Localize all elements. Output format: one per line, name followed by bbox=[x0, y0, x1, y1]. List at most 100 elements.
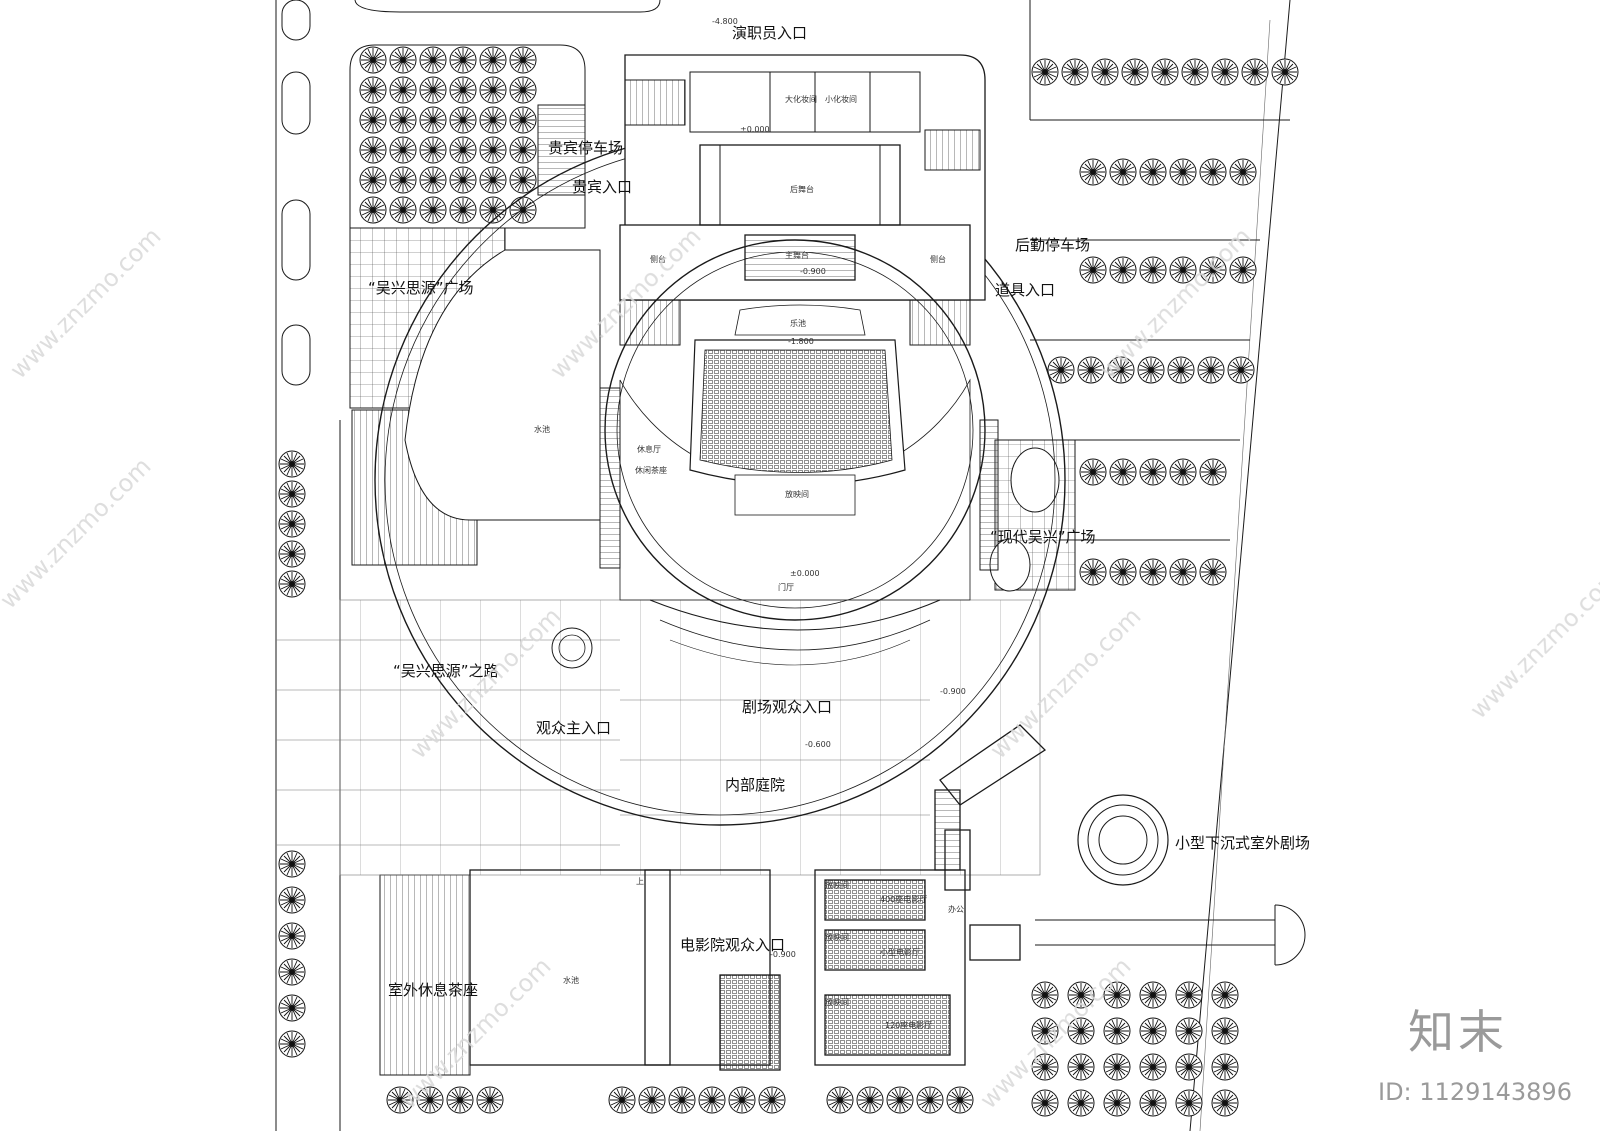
tree-symbol bbox=[449, 196, 477, 224]
tree-symbol bbox=[1175, 981, 1203, 1009]
room-back-stage: 后舞台 bbox=[790, 184, 814, 194]
tree-symbol bbox=[419, 136, 447, 164]
tree-symbol bbox=[479, 106, 507, 134]
tree-symbol bbox=[1169, 158, 1197, 186]
stair-up-marker: 上 bbox=[636, 877, 644, 886]
tree-symbol bbox=[509, 106, 537, 134]
tree-symbol bbox=[1271, 58, 1299, 86]
tree-symbol bbox=[1227, 356, 1255, 384]
tree-symbol bbox=[698, 1086, 726, 1114]
tree-symbol bbox=[389, 46, 417, 74]
label-sunken-theater: 小型下沉式室外剧场 bbox=[1175, 834, 1310, 852]
tree-symbol bbox=[1169, 458, 1197, 486]
paved-plaza bbox=[276, 599, 1041, 876]
room-office: 办公 bbox=[948, 904, 964, 914]
watermark-id: ID: 1129143896 bbox=[1378, 1078, 1572, 1106]
tree-symbol bbox=[509, 196, 537, 224]
room-projection-1: 放映间 bbox=[825, 880, 849, 890]
tree-symbol bbox=[916, 1086, 944, 1114]
room-projection-3: 放映间 bbox=[825, 997, 849, 1007]
tree-symbol bbox=[1103, 1089, 1131, 1117]
tree-symbol bbox=[1167, 356, 1195, 384]
label-inner-courtyard: 内部庭院 bbox=[725, 776, 785, 794]
label-modern-square: “现代吴兴”广场 bbox=[990, 528, 1096, 546]
tree-symbol bbox=[446, 1086, 474, 1114]
tree-symbol bbox=[1091, 58, 1119, 86]
tree-symbol bbox=[1169, 558, 1197, 586]
tree-symbol bbox=[278, 540, 306, 568]
tree-symbol bbox=[509, 166, 537, 194]
level-marker: -0.900 bbox=[800, 267, 826, 276]
tree-symbol bbox=[278, 510, 306, 538]
level-marker: -1.800 bbox=[788, 337, 814, 346]
watermark-logo: 知末 bbox=[1408, 1005, 1508, 1059]
room-water-pool-1: 水池 bbox=[534, 424, 550, 434]
room-side-stage-right: 侧台 bbox=[930, 254, 946, 264]
tree-symbol bbox=[1047, 356, 1075, 384]
tree-symbol bbox=[886, 1086, 914, 1114]
label-vip-entrance: 贵宾入口 bbox=[572, 178, 632, 196]
tree-symbol bbox=[419, 166, 447, 194]
label-performer-entrance: 演职员入口 bbox=[732, 24, 807, 42]
room-water-pool-2: 水池 bbox=[563, 975, 579, 985]
tree-symbol bbox=[608, 1086, 636, 1114]
watermark-text: www.znzmo.com bbox=[1464, 562, 1600, 724]
tree-symbol bbox=[1211, 58, 1239, 86]
tree-symbol bbox=[1211, 1053, 1239, 1081]
tree-symbol bbox=[1137, 356, 1165, 384]
tree-symbol bbox=[1061, 58, 1089, 86]
lower-buildings bbox=[469, 724, 1047, 1071]
level-marker: ±0.000 bbox=[740, 125, 770, 134]
tree-symbol bbox=[419, 106, 447, 134]
room-foyer: 门厅 bbox=[778, 582, 794, 592]
level-marker: -0.600 bbox=[805, 740, 831, 749]
water-pool-left bbox=[404, 249, 601, 521]
tree-symbol bbox=[419, 76, 447, 104]
tree-symbol bbox=[278, 570, 306, 598]
room-control: 放映间 bbox=[785, 489, 809, 499]
tree-symbol bbox=[1139, 256, 1167, 284]
tree-symbol bbox=[1067, 1053, 1095, 1081]
room-orchestra-pit: 乐池 bbox=[790, 318, 806, 328]
tree-symbol bbox=[1109, 256, 1137, 284]
tree-symbol bbox=[1139, 1053, 1167, 1081]
tree-symbol bbox=[1199, 158, 1227, 186]
tree-symbol bbox=[1211, 981, 1239, 1009]
tree-symbol bbox=[479, 196, 507, 224]
room-projection-2: 放映间 bbox=[825, 932, 849, 942]
tree-symbol bbox=[1079, 158, 1107, 186]
tree-symbol bbox=[1103, 1017, 1131, 1045]
tree-symbol bbox=[278, 922, 306, 950]
tree-symbol bbox=[389, 106, 417, 134]
tree-symbol bbox=[1211, 1089, 1239, 1117]
tree-symbol bbox=[359, 136, 387, 164]
label-audience-main-entrance: 观众主入口 bbox=[536, 719, 611, 737]
label-props-entrance: 道具入口 bbox=[995, 281, 1055, 299]
room-side-stage-left: 侧台 bbox=[650, 254, 666, 264]
tree-symbol bbox=[449, 76, 477, 104]
level-marker: ±0.000 bbox=[790, 569, 820, 578]
tree-symbol bbox=[479, 76, 507, 104]
tree-symbol bbox=[278, 886, 306, 914]
tree-symbol bbox=[1139, 458, 1167, 486]
tree-symbol bbox=[278, 480, 306, 508]
tree-symbol bbox=[1139, 1017, 1167, 1045]
tree-symbol bbox=[479, 46, 507, 74]
level-marker: -4.800 bbox=[712, 17, 738, 26]
tree-symbol bbox=[449, 106, 477, 134]
tree-symbol bbox=[389, 76, 417, 104]
tree-symbol bbox=[1229, 158, 1257, 186]
tree-symbol bbox=[1079, 558, 1107, 586]
theater-building bbox=[619, 54, 986, 301]
tree-symbol bbox=[1109, 458, 1137, 486]
tree-symbol bbox=[1139, 158, 1167, 186]
tree-symbol bbox=[479, 136, 507, 164]
tree-symbol bbox=[826, 1086, 854, 1114]
tree-symbol bbox=[359, 76, 387, 104]
room-small-makeup: 小化妆间 bbox=[825, 94, 857, 104]
tree-symbol bbox=[1103, 1053, 1131, 1081]
room-labels: 后舞台 侧台 侧台 主舞台 乐池 休息厅 休闲茶座 门厅 放映间 大化妆间 小化… bbox=[534, 94, 964, 1030]
tree-symbol bbox=[359, 196, 387, 224]
tree-symbol bbox=[509, 136, 537, 164]
